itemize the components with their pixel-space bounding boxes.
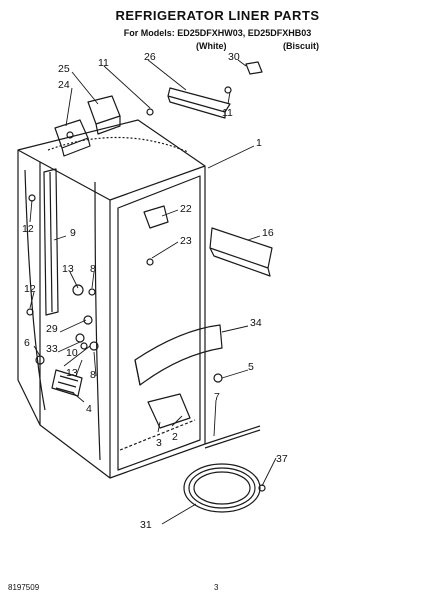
callout-31: 31	[140, 519, 152, 531]
variant-biscuit: (Biscuit)	[283, 41, 319, 51]
callout-4: 4	[86, 403, 92, 415]
callout-5: 5	[248, 361, 254, 373]
callout-16: 16	[262, 227, 274, 239]
callout-12: 12	[24, 283, 36, 295]
callout-3: 3	[156, 437, 162, 449]
callout-7: 7	[214, 391, 220, 403]
leader-lines	[29, 59, 277, 525]
callout-9: 9	[70, 227, 76, 239]
page-title: REFRIGERATOR LINER PARTS	[115, 8, 320, 23]
coiled-line-31	[183, 463, 261, 513]
callout-11: 11	[98, 57, 109, 69]
callout-30: 30	[228, 51, 240, 63]
tube-7	[204, 425, 261, 449]
callout-26: 26	[144, 51, 156, 63]
callout-33: 33	[46, 343, 58, 355]
callout-37: 37	[276, 453, 288, 465]
callout-25: 25	[58, 63, 70, 75]
vertical-rail	[43, 168, 59, 316]
callout-13: 13	[66, 367, 78, 379]
callout-1: 1	[256, 137, 262, 149]
bracket-26	[167, 87, 231, 119]
doc-number: 8197509	[8, 583, 40, 592]
callout-34: 34	[250, 317, 262, 329]
callout-12: 12	[22, 223, 34, 235]
callout-23: 23	[180, 235, 192, 247]
cover-16	[209, 227, 273, 277]
callout-8: 8	[90, 263, 96, 275]
callout-8: 8	[90, 369, 96, 381]
callout-22: 22	[180, 203, 192, 215]
callout-6: 6	[24, 337, 30, 349]
bracket-25	[87, 95, 121, 135]
part-30	[245, 61, 263, 75]
callout-10: 10	[66, 347, 78, 359]
bracket-24	[54, 119, 91, 157]
callout-11: 11	[222, 107, 233, 119]
tray-2-3	[147, 393, 191, 429]
callout-13: 13	[62, 263, 74, 275]
callout-29: 29	[46, 323, 58, 335]
bracket-22	[143, 205, 169, 229]
shroud-34	[134, 324, 223, 386]
callout-2: 2	[172, 431, 178, 443]
grille-4	[51, 369, 83, 397]
page-number: 3	[214, 583, 219, 592]
variant-white: (White)	[196, 41, 227, 51]
models-line: For Models: ED25DFXHW03, ED25DFXHB03	[123, 28, 312, 38]
callout-24: 24	[58, 79, 70, 91]
